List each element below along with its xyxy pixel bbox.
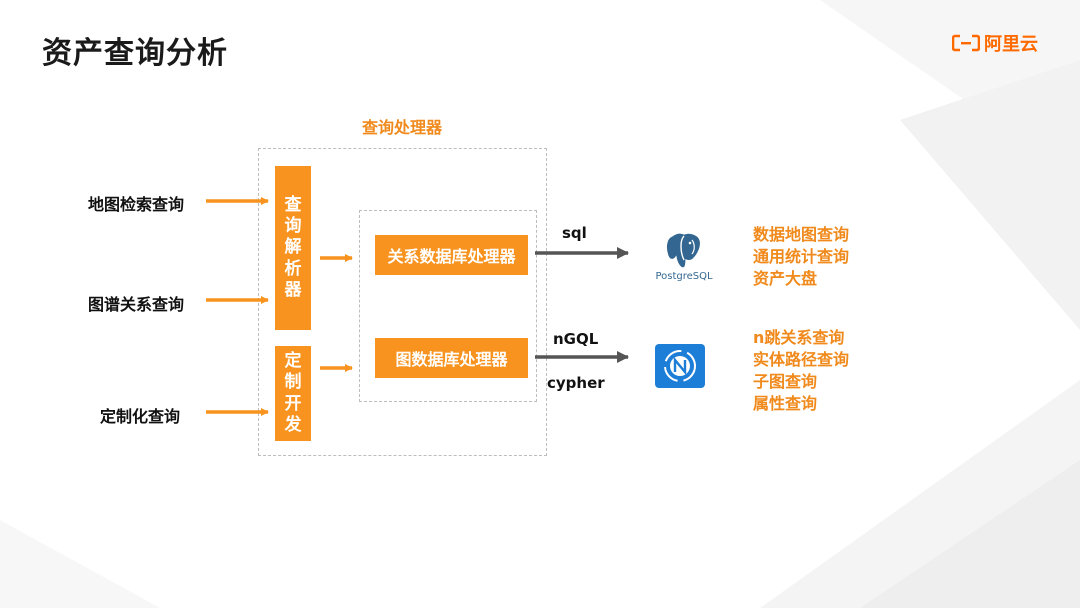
query-parser-box: 查询解析器 [275,166,311,330]
edge-label-sql: sql [562,224,587,242]
edge-label-ngql: nGQL [553,330,599,348]
nebula-graph-icon [655,344,705,388]
brand-name: 阿里云 [984,34,1038,55]
custom-dev-label: 定制开发 [284,351,302,435]
postgresql-logo: PostgreSQL [652,230,716,286]
input-custom-query: 定制化查询 [100,407,181,426]
output-item: 资产大盘 [753,269,818,288]
output-item: 数据地图查询 [753,225,850,244]
edge-label-cypher: cypher [547,374,605,392]
output-item: 通用统计查询 [753,247,850,266]
relational-db-processor: 关系数据库处理器 [375,235,528,275]
page-title: 资产查询分析 [42,36,228,71]
output-item: n跳关系查询 [753,328,845,347]
output-item: 属性查询 [753,394,818,413]
query-parser-label: 查询解析器 [284,194,302,300]
processor-label: 查询处理器 [361,118,442,137]
aliyun-logo-icon [952,34,980,52]
output-item: 实体路径查询 [753,350,850,369]
graph-db-processor: 图数据库处理器 [375,338,528,378]
graph-outputs: n跳关系查询 实体路径查询 子图查询 属性查询 [753,327,849,415]
output-item: 子图查询 [753,372,818,391]
input-map-search: 地图检索查询 [88,195,185,214]
query-processor-container [258,148,547,456]
postgresql-logo-text: PostgreSQL [655,271,713,282]
custom-dev-box: 定制开发 [275,346,311,441]
postgresql-elephant-icon [665,232,702,269]
postgres-outputs: 数据地图查询 通用统计查询 资产大盘 [753,224,849,290]
brand-logo: 阿里云 [952,31,1038,55]
db-processor-container [359,210,537,402]
input-graph-relation: 图谱关系查询 [88,295,185,314]
